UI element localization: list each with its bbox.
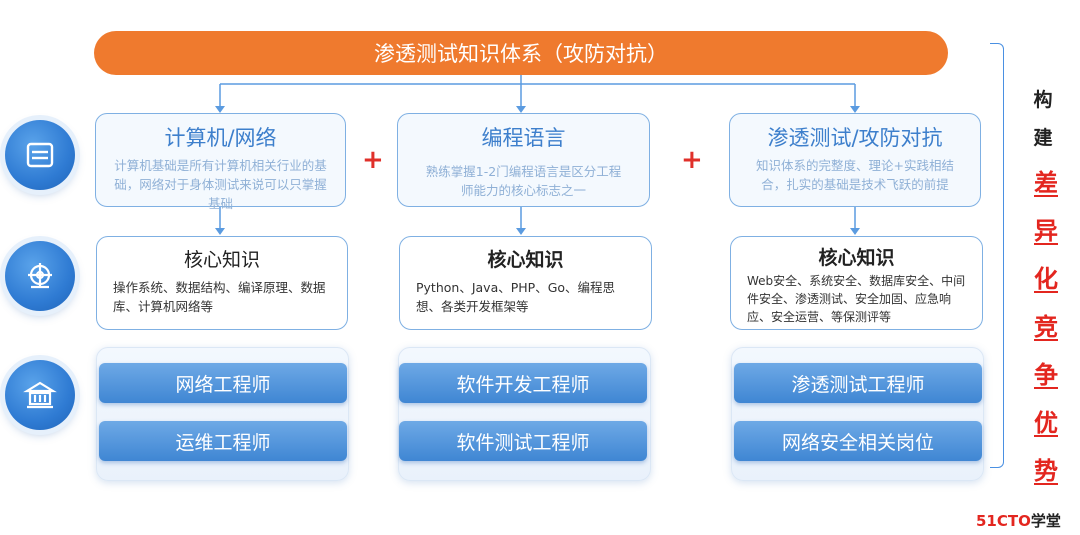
core-knowledge-box-penetration-testing: 核心知识 Web安全、系统安全、数据库安全、中间件安全、渗透测试、安全加固、应急… (730, 236, 983, 330)
core-knowledge-title: 核心知识 (183, 249, 260, 271)
plus-sign: + (681, 145, 703, 175)
core-knowledge-title: 核心知识 (487, 249, 564, 271)
plus-sign: + (362, 145, 384, 175)
skill-title: 编程语言 (481, 126, 566, 150)
building-icon (5, 360, 75, 430)
skill-title: 计算机/网络 (164, 126, 277, 150)
layers-icon (5, 120, 75, 190)
core-knowledge-box-programming-language: 核心知识 Python、Java、PHP、Go、编程思想、各类开发框架等 (399, 236, 652, 330)
ship-wheel-icon (5, 241, 75, 311)
role-ops-engineer: 运维工程师 (99, 421, 347, 461)
role-software-developer: 软件开发工程师 (399, 363, 647, 403)
role-pentest-engineer: 渗透测试工程师 (734, 363, 982, 403)
side-label-highlight-char: 差 (1034, 169, 1058, 197)
side-label-highlight-char: 优 (1034, 409, 1058, 437)
right-bracket (990, 43, 1004, 468)
skill-description: 计算机基础是所有计算机相关行业的基础，网络对于身体测试来说可以只掌握基础 (114, 158, 327, 211)
role-software-tester: 软件测试工程师 (399, 421, 647, 461)
core-knowledge-list: 操作系统、数据结构、编译原理、数据库、计算机网络等 (113, 280, 326, 314)
skill-title: 渗透测试/攻防对抗 (767, 126, 943, 150)
skill-box-programming-language: 编程语言 熟练掌握1-2门编程语言是区分工程师能力的核心标志之一 (397, 113, 650, 207)
side-label-char: 建 (1033, 127, 1053, 149)
side-label-char: 构 (1033, 89, 1053, 111)
side-label-highlight-char: 竞 (1034, 313, 1058, 341)
side-label-highlight-char: 化 (1034, 265, 1058, 293)
side-label-highlight-char: 势 (1034, 457, 1058, 485)
side-label-highlight-char: 异 (1034, 217, 1058, 245)
logo-suffix: 学堂 (1030, 512, 1061, 530)
skill-box-computer-network: 计算机/网络 计算机基础是所有计算机相关行业的基础，网络对于身体测试来说可以只掌… (95, 113, 346, 211)
core-knowledge-list: Web安全、系统安全、数据库安全、中间件安全、渗透测试、安全加固、应急响应、安全… (747, 274, 966, 324)
role-security-positions: 网络安全相关岗位 (734, 421, 982, 461)
core-knowledge-list: Python、Java、PHP、Go、编程思想、各类开发框架等 (416, 280, 616, 314)
core-knowledge-title: 核心知识 (818, 247, 895, 269)
skill-box-penetration-testing: 渗透测试/攻防对抗 知识体系的完整度、理论+实践相结合，扎实的基础是技术飞跃的前… (729, 113, 981, 207)
skill-description: 知识体系的完整度、理论+实践相结合，扎实的基础是技术飞跃的前提 (756, 158, 954, 192)
51cto-logo: 51CTO学堂 (976, 510, 1061, 531)
core-knowledge-box-computer-network: 核心知识 操作系统、数据结构、编译原理、数据库、计算机网络等 (96, 236, 348, 330)
role-network-engineer: 网络工程师 (99, 363, 347, 403)
logo-brand: 51CTO (976, 512, 1031, 530)
side-label-highlight-char: 争 (1034, 361, 1058, 389)
skill-description: 熟练掌握1-2门编程语言是区分工程师能力的核心标志之一 (425, 164, 622, 198)
knowledge-system-banner: 渗透测试知识体系（攻防对抗） (94, 31, 948, 75)
